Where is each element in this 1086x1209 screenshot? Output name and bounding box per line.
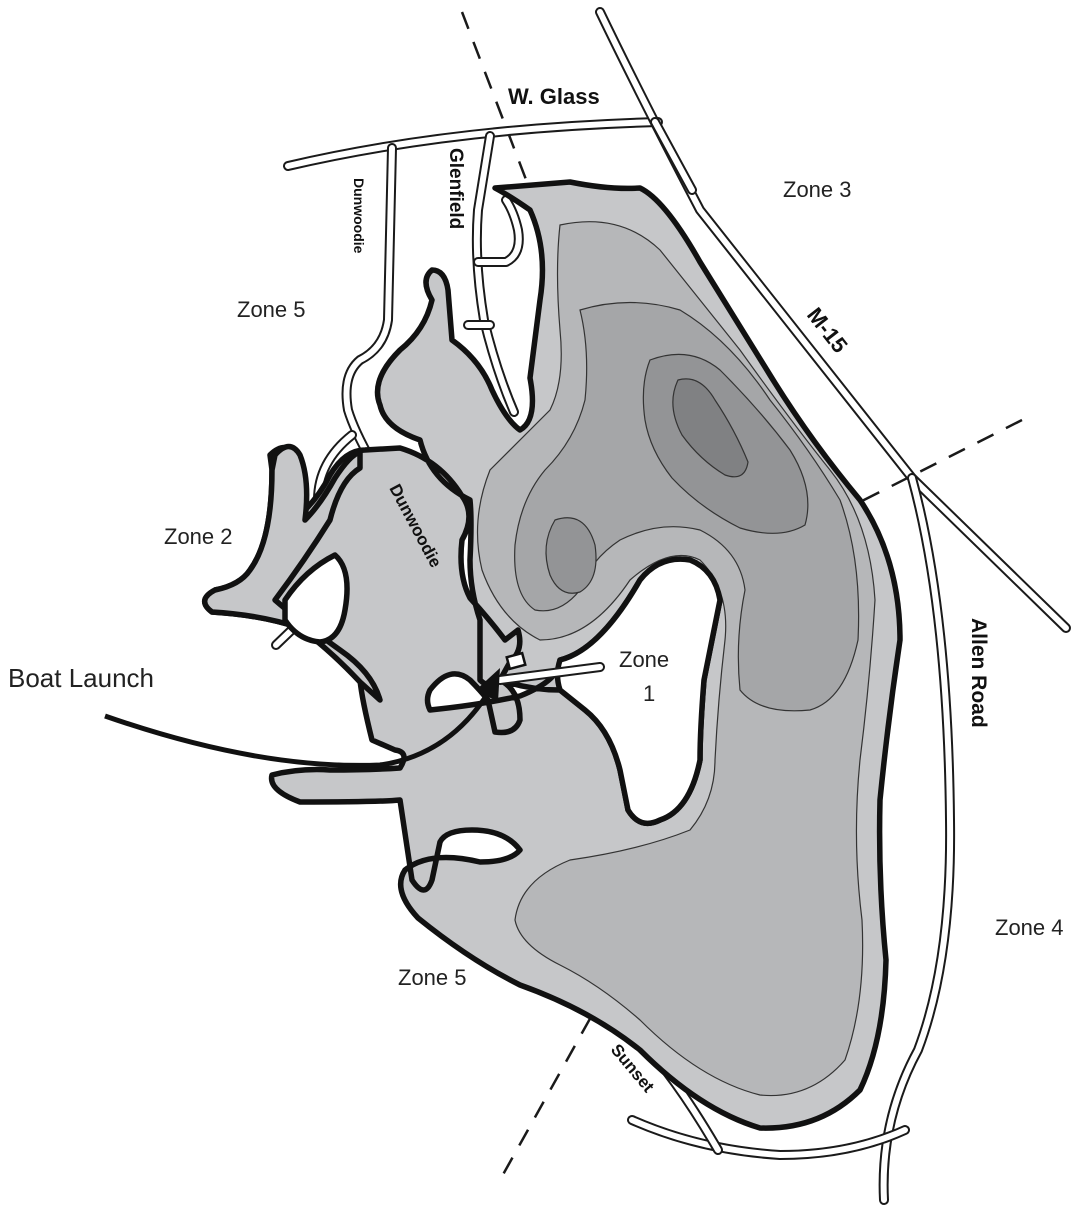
boat-launch-arrow-line	[104, 688, 493, 768]
boat-launch-arrow	[104, 668, 500, 768]
road-label-w-glass: W. Glass	[508, 84, 600, 109]
road-label-dunwoodie-north: Dunwoodie	[351, 178, 367, 254]
zone-boundaries	[460, 11, 1023, 1181]
zone-labels: Zone 3 Zone 5 Zone 2 Zone 1 Zone 5 Zone …	[8, 177, 1064, 990]
boat-launch-dock	[505, 651, 527, 671]
road-label-allen-road: Allen Road	[967, 618, 990, 728]
zone-label-4: Zone 4	[995, 915, 1064, 940]
depth-contour-hole	[545, 517, 597, 594]
boat-launch-label: Boat Launch	[8, 663, 154, 693]
lake	[202, 179, 903, 1131]
zone-label-1-line2: 1	[643, 681, 655, 706]
zone-label-3: Zone 3	[783, 177, 852, 202]
zone-boundary-east	[859, 418, 1023, 504]
west-peninsula	[282, 552, 350, 645]
zone-boundary-south	[498, 989, 608, 1181]
zone-label-1-line1: Zone	[619, 647, 669, 672]
zone-label-2: Zone 2	[164, 524, 233, 549]
depth-contour-3	[514, 301, 860, 712]
road-w-glass	[283, 117, 663, 171]
island	[554, 556, 723, 827]
road-label-glenfield: Glenfield	[445, 148, 466, 229]
zone-label-5-south: Zone 5	[398, 965, 467, 990]
zone-label-5-north: Zone 5	[237, 297, 306, 322]
boat-launch-arrow-head	[476, 668, 500, 702]
depth-contour-5	[672, 378, 749, 478]
